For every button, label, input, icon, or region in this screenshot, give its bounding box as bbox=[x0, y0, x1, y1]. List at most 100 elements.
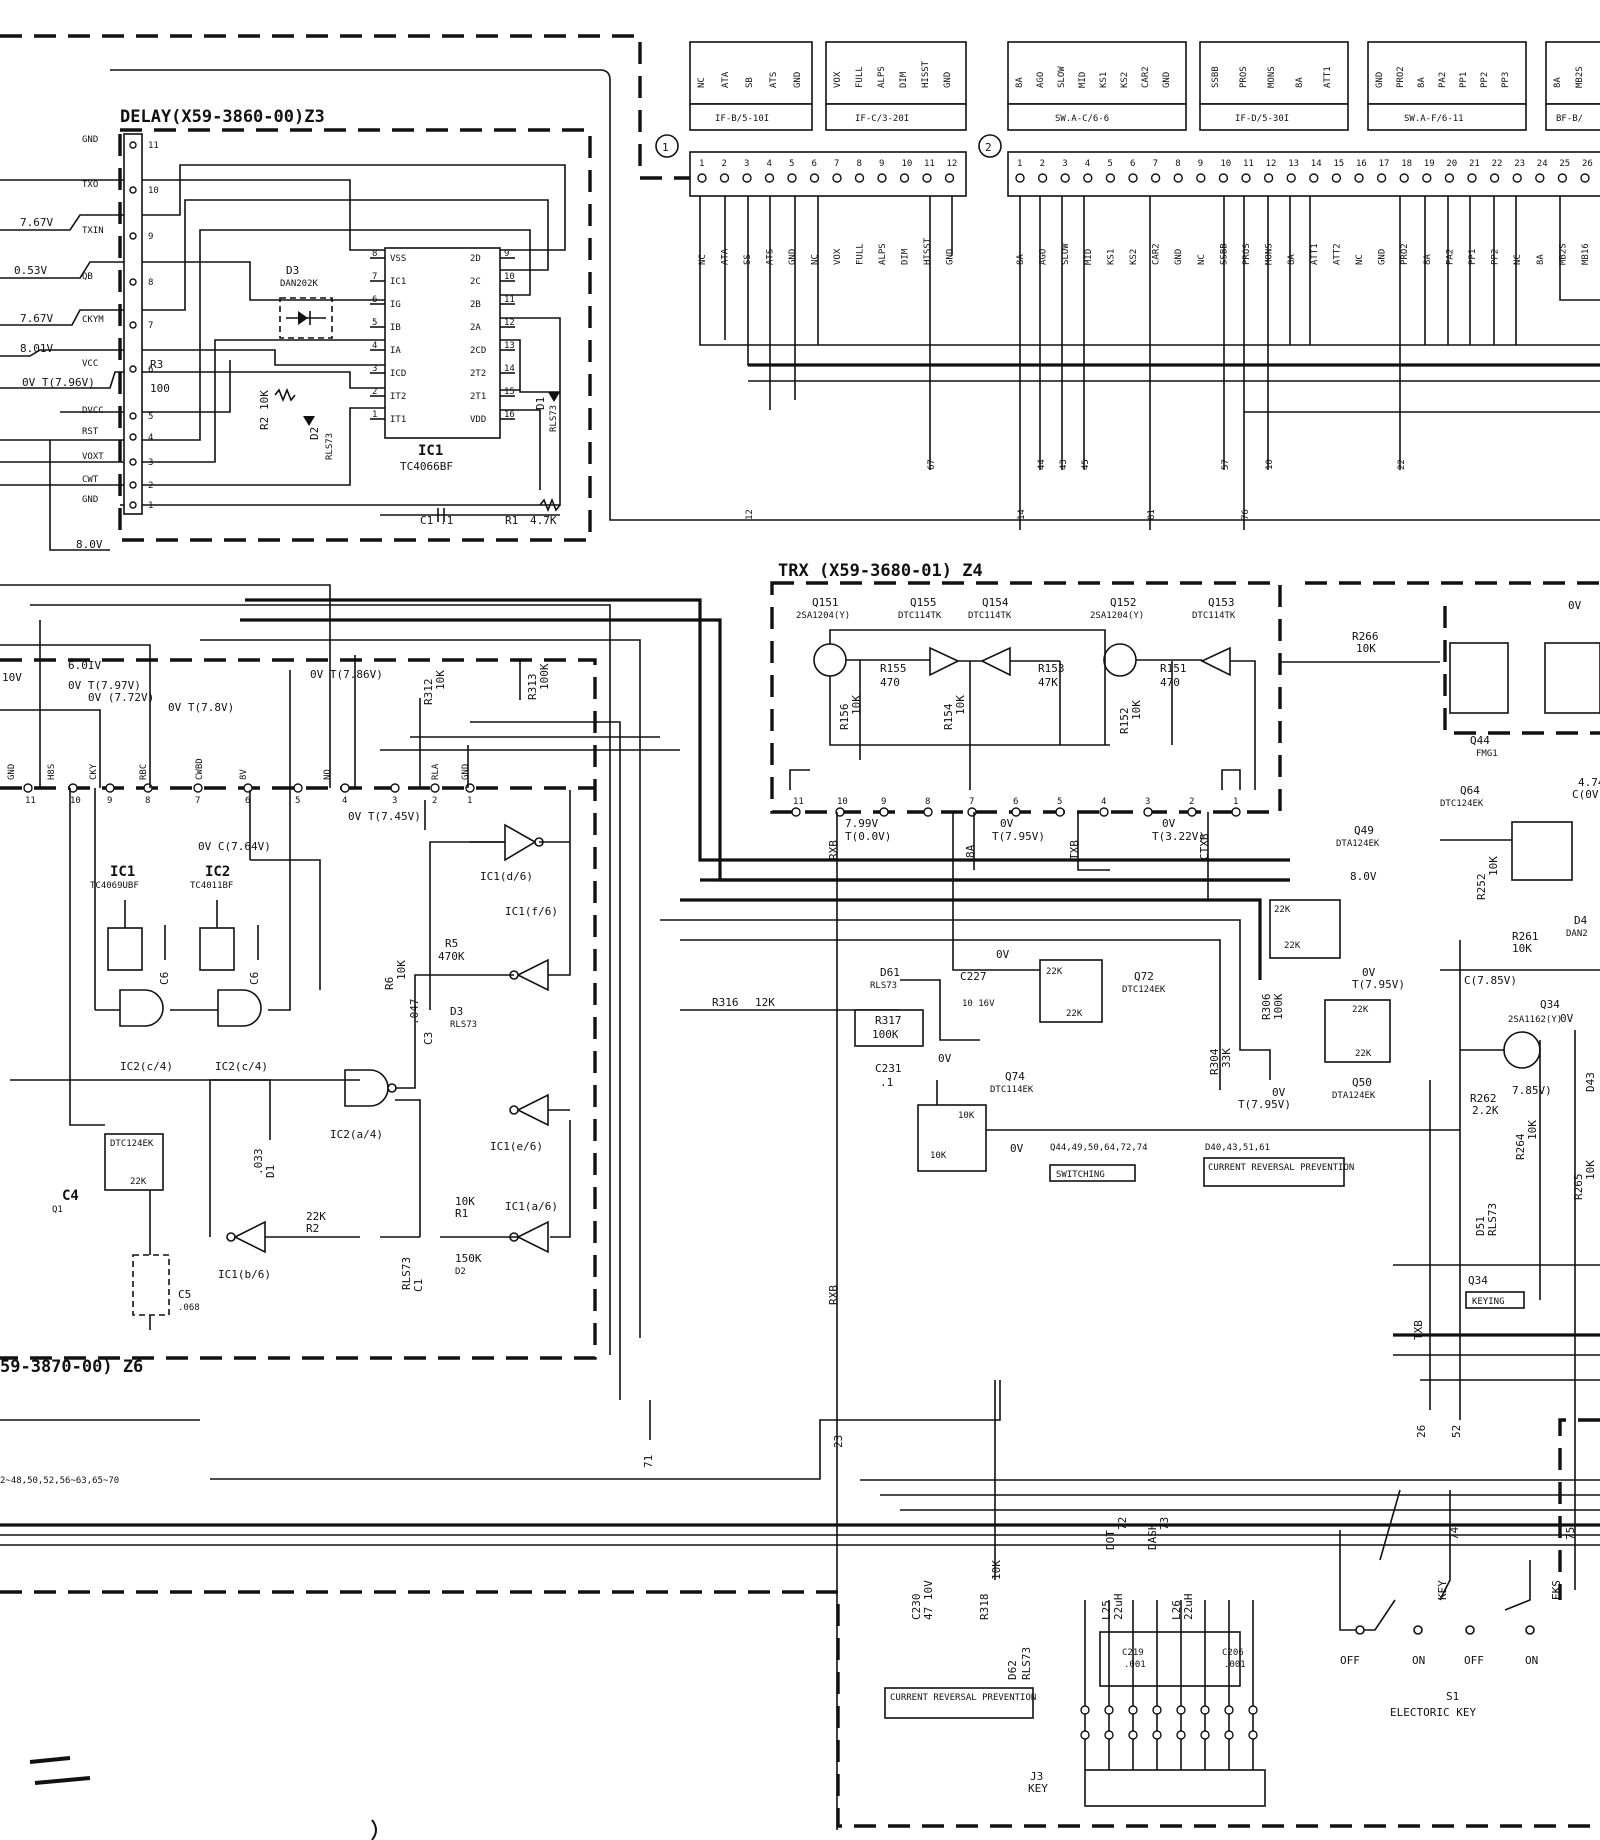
svg-text:D40,43,51,61: D40,43,51,61 bbox=[1205, 1143, 1270, 1153]
svg-text:DASH: DASH bbox=[1146, 1524, 1159, 1551]
bus-tag: 45 bbox=[1081, 459, 1091, 470]
z6-pin-label: 8V bbox=[239, 769, 249, 780]
svg-text:RXB: RXB bbox=[827, 1285, 840, 1305]
connector-1-pin-label: NC bbox=[811, 254, 821, 265]
svg-text:DOT: DOT bbox=[1104, 1530, 1117, 1550]
z6-pin bbox=[340, 783, 350, 793]
svg-text:EKS: EKS bbox=[1550, 1580, 1563, 1600]
svg-text:52: 52 bbox=[1450, 1425, 1463, 1438]
svg-text:CAR2: CAR2 bbox=[1141, 66, 1151, 88]
z6-pin-number: 5 bbox=[295, 796, 300, 806]
connector-2-pin-number: 23 bbox=[1514, 159, 1525, 169]
svg-text:SW.A-F/6-11: SW.A-F/6-11 bbox=[1404, 114, 1464, 124]
svg-text:DTC114TK: DTC114TK bbox=[968, 611, 1012, 621]
connector-1-pin bbox=[764, 173, 775, 183]
z6-pin-label: GND bbox=[7, 764, 17, 780]
svg-text:22K: 22K bbox=[1046, 967, 1063, 977]
svg-text:IC1: IC1 bbox=[110, 864, 135, 880]
connector-1-pin bbox=[787, 173, 797, 183]
connector-2-pin bbox=[1150, 173, 1161, 183]
connector-2-pin bbox=[1580, 173, 1590, 183]
delay-voltage-2: 0.53V bbox=[14, 264, 47, 277]
svg-text:.001: .001 bbox=[1124, 1660, 1146, 1670]
delay-pin bbox=[129, 433, 137, 441]
connector-2-pin-number: 22 bbox=[1492, 159, 1503, 169]
ic1-left-pin-number: 5 bbox=[372, 318, 377, 328]
ic1-left-pin-label: IG bbox=[390, 300, 401, 310]
connector-2-pin-number: 12 bbox=[1266, 159, 1277, 169]
bus-tag: 43 bbox=[1059, 459, 1069, 470]
connector-2-pin-label: PA2 bbox=[1445, 249, 1455, 265]
connector-2-pin bbox=[1557, 173, 1568, 183]
svg-text:10K: 10K bbox=[850, 695, 863, 715]
svg-text:SB: SB bbox=[745, 77, 755, 88]
delay-voltage-1: 7.67V bbox=[20, 216, 53, 229]
ic1-right-pin-label: 2C bbox=[470, 277, 481, 287]
svg-text:RLS73: RLS73 bbox=[1020, 1647, 1033, 1680]
connector-1-pin bbox=[854, 173, 865, 183]
svg-text:72: 72 bbox=[1116, 1517, 1129, 1530]
connector-2-pin bbox=[1196, 173, 1206, 183]
bus-tag: 22 bbox=[1397, 459, 1407, 470]
delay-r3-label: R3 bbox=[150, 358, 163, 371]
jack-contact bbox=[1104, 1705, 1114, 1715]
svg-text:C(7.85V): C(7.85V) bbox=[1464, 974, 1517, 987]
svg-text:8.0V: 8.0V bbox=[1350, 870, 1377, 883]
svg-text:100K: 100K bbox=[872, 1028, 899, 1041]
z6-pin-number: 2 bbox=[432, 796, 437, 806]
svg-text:C206: C206 bbox=[1222, 1648, 1244, 1658]
svg-text:10K: 10K bbox=[930, 1151, 947, 1161]
connector-2-pin-label: PROS bbox=[1242, 243, 1252, 265]
connector-2-pin-number: 14 bbox=[1311, 159, 1322, 169]
svg-text:IC2(c/4): IC2(c/4) bbox=[120, 1060, 173, 1073]
connector-2-pin-number: 8 bbox=[1175, 159, 1180, 169]
svg-text:DTC124EK: DTC124EK bbox=[1440, 799, 1484, 809]
svg-text:R156: R156 bbox=[838, 704, 851, 731]
svg-text:R1: R1 bbox=[455, 1207, 468, 1220]
svg-text:ATT1: ATT1 bbox=[1323, 66, 1333, 88]
svg-text:D2: D2 bbox=[308, 427, 321, 440]
connector-1-pin-number: 2 bbox=[722, 159, 727, 169]
svg-text:PP1: PP1 bbox=[1459, 72, 1469, 88]
svg-text:R252: R252 bbox=[1475, 874, 1488, 901]
svg-text:Q153: Q153 bbox=[1208, 596, 1235, 609]
ic1-left-pin-number: 7 bbox=[372, 272, 377, 282]
middle-switching: 22K 22K Q49 DTA124EK 8.0V 22K 22K Q50 DT… bbox=[660, 630, 1460, 1830]
svg-text:R5: R5 bbox=[445, 937, 458, 950]
svg-text:ALPS: ALPS bbox=[877, 66, 887, 88]
trx-pin bbox=[1099, 807, 1109, 817]
connector-2-pin-number: 6 bbox=[1130, 159, 1135, 169]
svg-text:74: 74 bbox=[1448, 1526, 1461, 1540]
connector-1: 1 IF-B/5-10I NC ATA SB ATS GND IF-C/3-20… bbox=[655, 41, 967, 265]
ic1-right-pin-number: 11 bbox=[504, 295, 515, 305]
connector-2-pin bbox=[1015, 173, 1025, 183]
connector-1-body bbox=[689, 151, 967, 197]
svg-text:FMG1: FMG1 bbox=[1476, 749, 1498, 759]
trx-pin bbox=[1011, 807, 1021, 817]
delay-voltage-3: 7.67V bbox=[20, 312, 53, 325]
connector-2-pin-label: CAR2 bbox=[1152, 243, 1162, 265]
trx-pin bbox=[1187, 807, 1197, 817]
connector-1-pin-label: NC bbox=[698, 254, 708, 265]
connector-2-pin-label: MONS bbox=[1265, 243, 1275, 265]
q74-box bbox=[917, 1104, 987, 1172]
svg-text:470K: 470K bbox=[438, 950, 465, 963]
delay-r1-label: R1 bbox=[505, 514, 518, 527]
svg-text:KEYING: KEYING bbox=[1472, 1297, 1505, 1307]
svg-text:ATS: ATS bbox=[769, 72, 779, 88]
svg-text:CTXB: CTXB bbox=[1198, 833, 1211, 860]
svg-text:.001: .001 bbox=[1224, 1660, 1246, 1670]
ic1-right-pin-label: VDD bbox=[470, 415, 486, 425]
connector-2-pin-number: 26 bbox=[1582, 159, 1593, 169]
svg-text:TXB: TXB bbox=[1068, 840, 1081, 860]
svg-text:R306: R306 bbox=[1260, 994, 1273, 1021]
bus-tag: 57 bbox=[1221, 459, 1231, 470]
delay-ic1-type: TC4066BF bbox=[400, 460, 453, 473]
ic1-left-pin-number: 4 bbox=[372, 341, 377, 351]
svg-text:10K: 10K bbox=[1526, 1120, 1539, 1140]
ic1-left-pin-label: IT1 bbox=[390, 415, 406, 425]
delay-pin bbox=[129, 501, 137, 509]
connector-2-pin-label: 8A bbox=[1536, 254, 1546, 265]
svg-text:71: 71 bbox=[642, 1455, 655, 1468]
svg-text:D3: D3 bbox=[450, 1005, 463, 1018]
